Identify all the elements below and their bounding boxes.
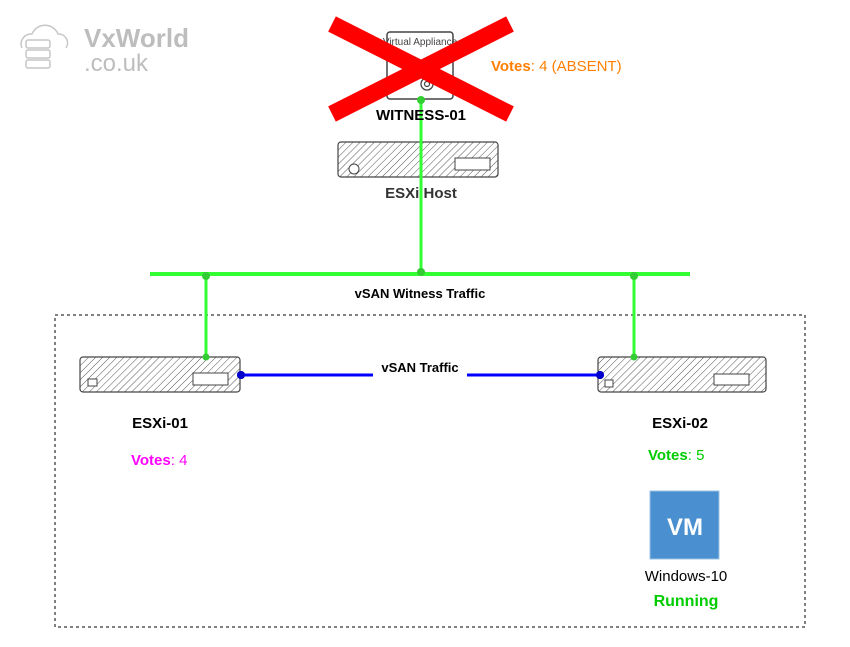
drive-bay-icon — [192, 372, 229, 386]
witness-traffic-label: vSAN Witness Traffic — [355, 286, 486, 301]
vsan-traffic-label: vSAN Traffic — [381, 360, 458, 375]
drive-bay-icon — [713, 373, 750, 386]
esxi-01-name: ESXi-01 — [132, 415, 188, 432]
witness-votes: Votes: 4 (ABSENT) — [491, 58, 622, 75]
witness-host-label: ESXi Host — [385, 185, 457, 202]
power-button-icon — [348, 163, 360, 175]
esxi-02-votes: Votes: 5 — [648, 447, 704, 464]
cluster-boundary — [54, 314, 806, 628]
logo-name: VxWorld — [84, 23, 189, 53]
absent-x-mark — [328, 16, 514, 122]
vxworld-logo: VxWorld .co.uk — [20, 23, 189, 77]
vm-windows-10[interactable]: VM — [649, 490, 720, 560]
drive-bay-icon — [454, 157, 491, 171]
junction-dot — [202, 272, 210, 280]
votes-label: Votes — [491, 58, 531, 75]
esxi-01-server[interactable] — [79, 356, 241, 393]
cloud-server-icon — [20, 24, 69, 69]
votes-value: : 4 (ABSENT) — [531, 58, 622, 75]
vm-icon — [649, 490, 720, 560]
vm-name: Windows-10 — [645, 568, 728, 585]
appliance-label: Virtual Appliance — [383, 37, 458, 48]
junction-dot — [417, 268, 425, 276]
witness-name: WITNESS-01 — [376, 107, 466, 124]
junction-dot — [630, 272, 638, 280]
esxi-02-server[interactable] — [597, 356, 767, 393]
witness-esxi-host-server[interactable] — [337, 141, 499, 178]
vm-icon-text: VM — [667, 514, 703, 541]
esxi-01-votes: Votes: 4 — [131, 452, 187, 469]
vm-status: Running — [654, 593, 719, 610]
esxi-02-name: ESXi-02 — [652, 415, 708, 432]
port-dot — [417, 96, 425, 104]
power-button-icon — [87, 378, 98, 387]
power-button-icon — [604, 379, 614, 388]
logo-domain: .co.uk — [84, 50, 149, 77]
